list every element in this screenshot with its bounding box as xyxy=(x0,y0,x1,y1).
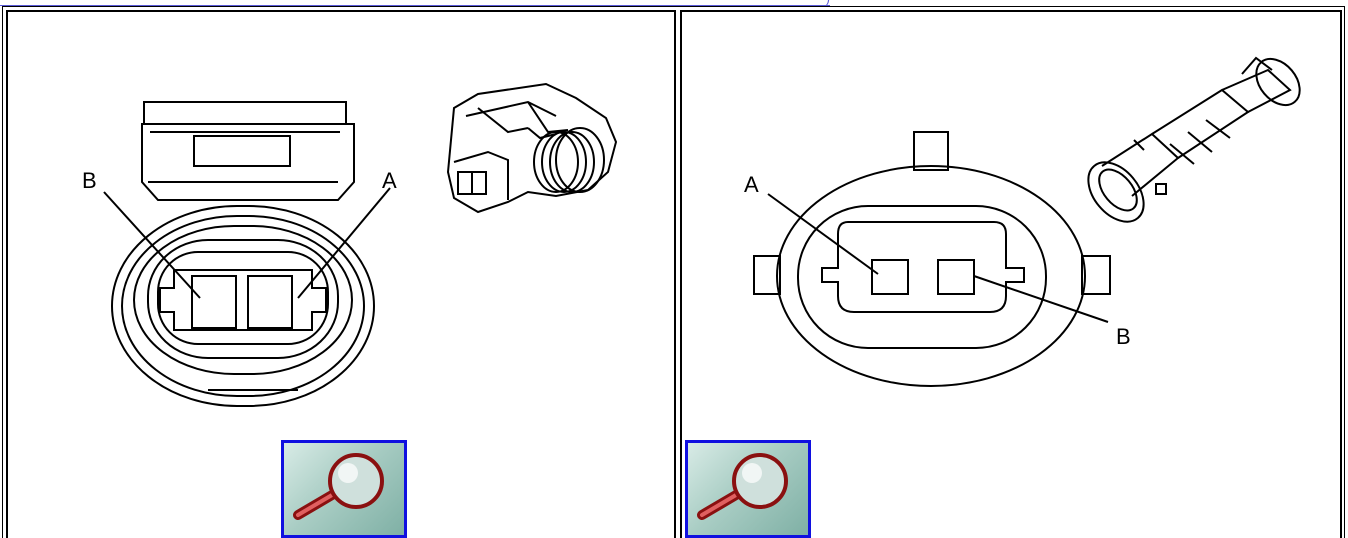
connector-drawing-right: A B xyxy=(744,56,1301,387)
zoom-button-left[interactable] xyxy=(281,440,407,538)
connector-cell-right: A B xyxy=(680,10,1342,538)
magnifier-icon xyxy=(697,453,788,520)
connector-isometric-left xyxy=(446,82,618,214)
terminal-label-A: A xyxy=(744,172,759,197)
connector-drawing-left: B A xyxy=(82,82,618,407)
zoom-button-right[interactable] xyxy=(685,440,811,538)
connector-isometric-right xyxy=(1087,56,1301,223)
terminal-label-B: B xyxy=(82,168,97,193)
link-paren: ) xyxy=(826,0,830,6)
top-link-fragment[interactable]: ) xyxy=(0,0,830,7)
terminal-label-A: A xyxy=(382,168,397,193)
connector-cell-left: B A xyxy=(6,10,676,538)
terminal-label-B: B xyxy=(1116,324,1131,349)
link-underline xyxy=(0,5,830,6)
magnifier-icon xyxy=(293,453,384,520)
outer-table-frame xyxy=(2,6,1345,538)
